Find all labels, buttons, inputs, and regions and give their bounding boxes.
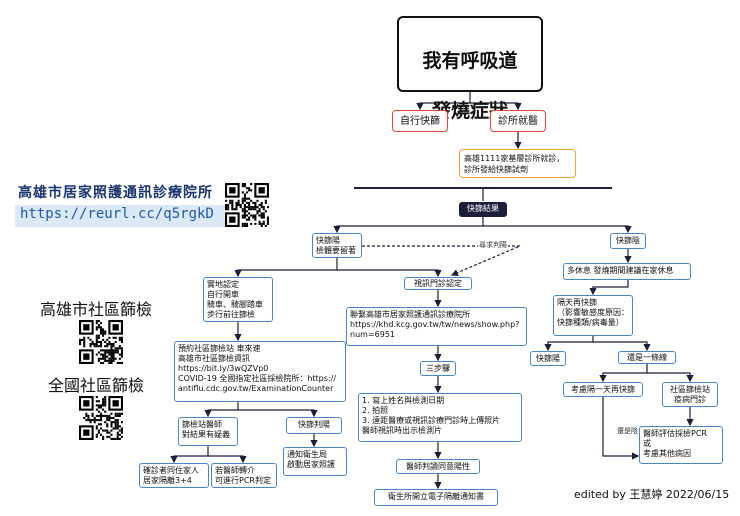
title-line-2: 發燒症狀 [431,100,508,122]
referral-node: 若醫師轉介 可進行PCR判定 [211,463,277,488]
steps-node: 1. 寫上姓名與檢測日期 2. 拍照 3. 遠距醫療或視訊診療門診時上傳照片 醫… [358,393,522,442]
station-doctor-node: 篩檢站醫師 對結果有疑義 [178,417,238,446]
retest-positive-node: 快篩陽 [530,351,566,366]
clinic-note-node: 高雄1111家基層診所就診， 診所發給快篩試劑 [459,149,576,178]
station-judge-node: 快篩判陽 [286,417,342,434]
notify-node: 通知衛生局 啟動居家照護 [283,447,347,476]
contact-node: 聯繫高雄市居家照護通訊診療院所 https://khd.kcg.gov.tw/t… [346,307,527,346]
qr-code-icon[interactable] [225,183,269,227]
booking-node: 預約社區篩檢站 車來速 高雄市社區篩檢資訊 https://bit.ly/3wQ… [174,341,346,402]
page-title: 我有呼吸道 發燒症狀 [397,16,543,122]
positive-node: 快篩陽 檢體要留著 [312,233,362,258]
rest-node: 多休息 發燒期間建議在家休息 [563,263,691,280]
hotline-url-background [15,205,225,227]
qr-code-icon[interactable] [79,320,123,364]
pcr-eval-node: 醫師評估採檢PCR 或 考慮其他病因 [639,426,723,464]
hotline-banner: 高雄市居家照護通訊診療院所 https://reurl.cc/q5rgkD [15,175,275,231]
negative-node: 快篩陰 [610,233,646,249]
onsite-node: 實地認定 自行開車 騎車、騎腳踏車 步行前往篩檢 [203,277,273,322]
kaohsiung-screening-label: 高雄市社區篩檢 [40,300,153,319]
self-test-node: 自行快篩 [392,110,448,132]
national-screening-label: 全國社區篩檢 [48,376,145,395]
consider-retest-node: 考慮隔一天再快篩 [563,382,643,397]
certificate-node: 衛生所開立電子隔離通知書 [374,489,498,506]
still-negative-label: 還是陰 [616,426,639,436]
confirm-cohabit-node: 確診者同住家人 居家隔離3+4 [139,463,209,488]
doctor-confirm-node: 醫師判讀同意陽性 [396,459,480,474]
hotline-title: 高雄市居家照護通訊診療院所 [18,185,213,201]
station-clinic-node: 社區篩檢站 疫病門診 [662,382,718,407]
result-node: 快篩結果 [459,202,507,217]
retest-node: 隔天再快篩 （影響敏感度原因： 快篩種類/病毒量） [553,295,633,336]
three-steps-node: 三步驟 [420,361,456,376]
still-negative-node: 還是一條線 [618,351,676,364]
video-node: 視訊門診認定 [404,277,472,290]
seek-judgment-label: 尋求判陽 [478,240,508,250]
credit-text: edited by 王慧婷 2022/06/15 [574,488,730,501]
clinic-node: 診所就醫 [490,110,546,132]
title-line-1: 我有呼吸道 [422,50,518,72]
hotline-url[interactable]: https://reurl.cc/q5rgkD [20,206,214,222]
qr-code-icon[interactable] [79,396,123,440]
